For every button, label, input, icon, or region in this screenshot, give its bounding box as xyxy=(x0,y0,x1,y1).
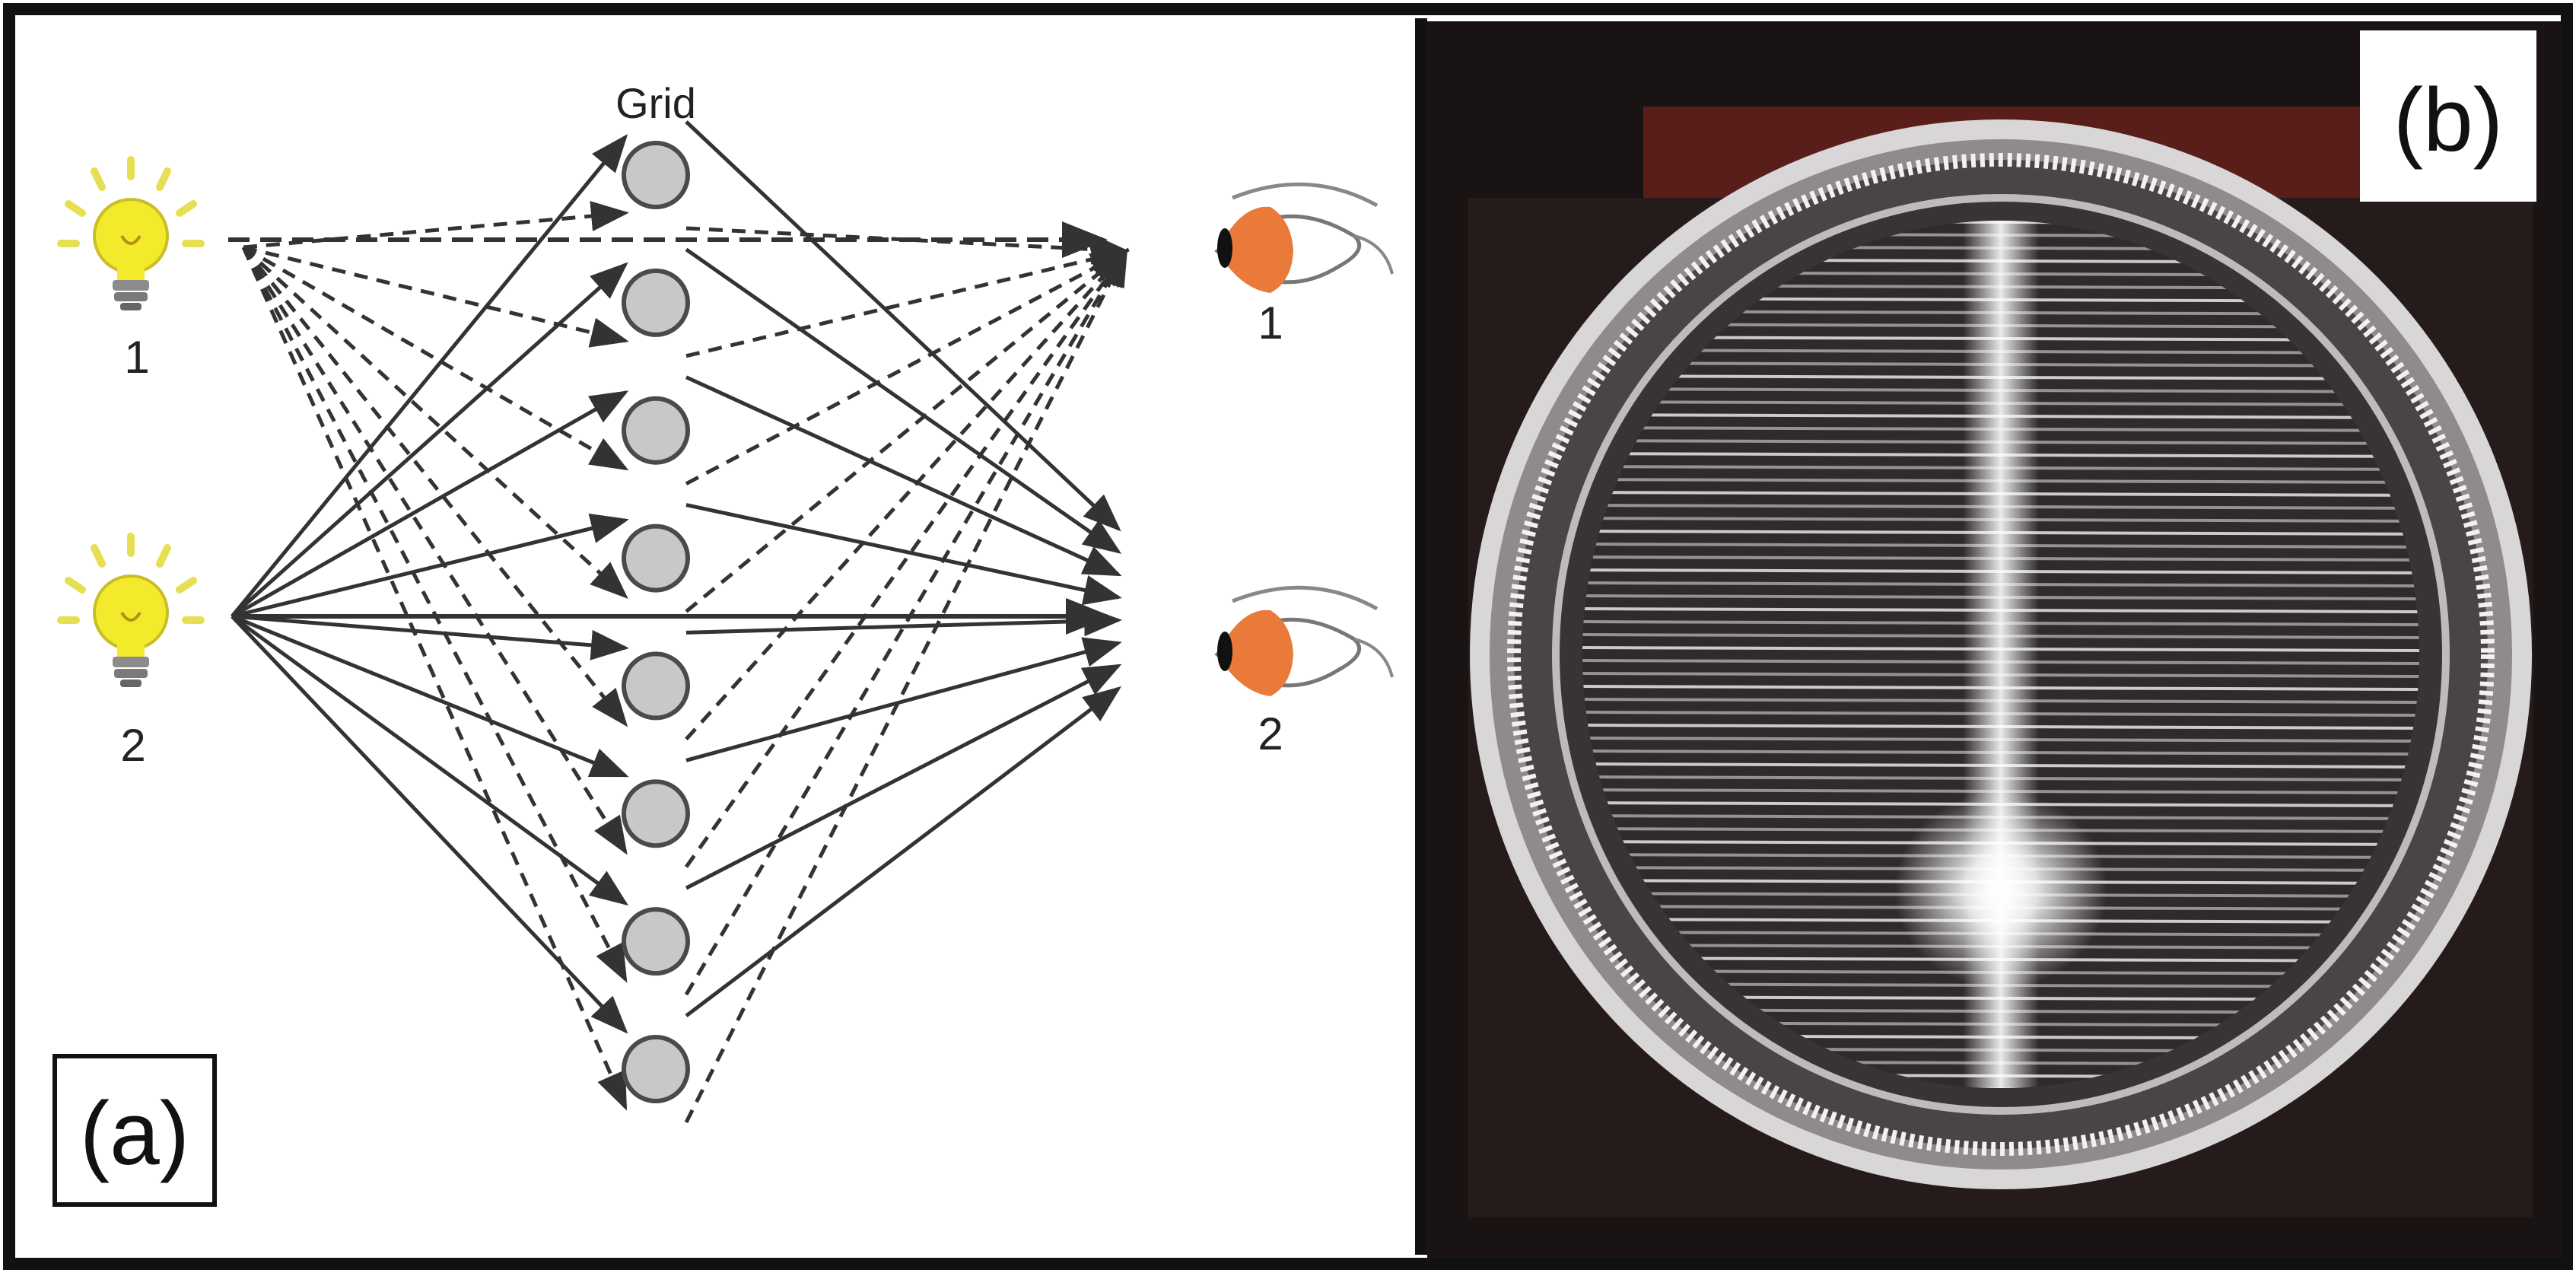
solid-ray xyxy=(685,606,1122,637)
solid-ray xyxy=(231,390,629,619)
dashed-ray xyxy=(684,247,1128,1124)
solid-ray xyxy=(231,615,628,1034)
solid-ray xyxy=(685,247,1122,554)
solid-ray xyxy=(685,686,1121,1017)
dashed-ray xyxy=(242,246,628,599)
panel-b: (b) xyxy=(1427,21,2561,1258)
grid-wire xyxy=(622,651,690,721)
grid-wire xyxy=(622,141,690,209)
panel-a-background xyxy=(32,32,1417,1246)
light-bulb-2-icon xyxy=(57,533,205,687)
solid-ray xyxy=(231,614,629,660)
grid-wire xyxy=(622,524,690,593)
solid-ray xyxy=(685,503,1122,606)
dashed-ray xyxy=(685,249,1130,485)
eye-2-icon xyxy=(1214,585,1394,696)
panel-b-label: (b) xyxy=(2393,70,2503,170)
light-2-label: 2 xyxy=(120,720,145,771)
eye-1-label: 1 xyxy=(1258,298,1283,348)
solid-ray xyxy=(231,614,629,906)
solid-ray xyxy=(231,513,629,619)
panel-a: Grid 1 xyxy=(32,18,1427,1255)
grid-wire xyxy=(622,1035,690,1103)
grid-wire xyxy=(622,396,690,465)
solid-ray xyxy=(231,134,628,618)
light-glare xyxy=(1894,791,2107,989)
dashed-ray xyxy=(684,247,1128,996)
panel-a-label: (a) xyxy=(80,1084,189,1184)
dashed-ray xyxy=(242,245,629,471)
grid-wire xyxy=(622,268,690,337)
light-bulb-1-icon xyxy=(57,156,205,310)
solid-ray xyxy=(685,664,1122,890)
solid-ray xyxy=(685,375,1122,577)
grid-wires xyxy=(622,141,690,1103)
panel-b-label-box xyxy=(2360,30,2536,202)
light-1-label: 1 xyxy=(124,332,149,383)
solid-ray xyxy=(231,262,628,618)
solid-rays-from-light-2 xyxy=(231,120,1122,1034)
solid-ray xyxy=(685,120,1121,532)
grid-wire xyxy=(622,779,690,848)
eye-2-label: 2 xyxy=(1258,708,1283,759)
dashed-ray xyxy=(685,248,1129,741)
grid-wire xyxy=(622,907,690,976)
dashed-ray xyxy=(685,248,1129,613)
solid-ray xyxy=(231,614,629,778)
dashed-ray xyxy=(684,247,1128,868)
dashed-ray xyxy=(685,226,1130,265)
eye-1-icon xyxy=(1214,182,1394,293)
dashed-ray xyxy=(243,201,629,250)
dashed-ray xyxy=(243,245,629,348)
panel-a-label-box xyxy=(52,1054,217,1207)
solid-ray xyxy=(685,637,1122,762)
dashed-ray xyxy=(685,243,1130,358)
grid-label: Grid xyxy=(615,79,696,127)
